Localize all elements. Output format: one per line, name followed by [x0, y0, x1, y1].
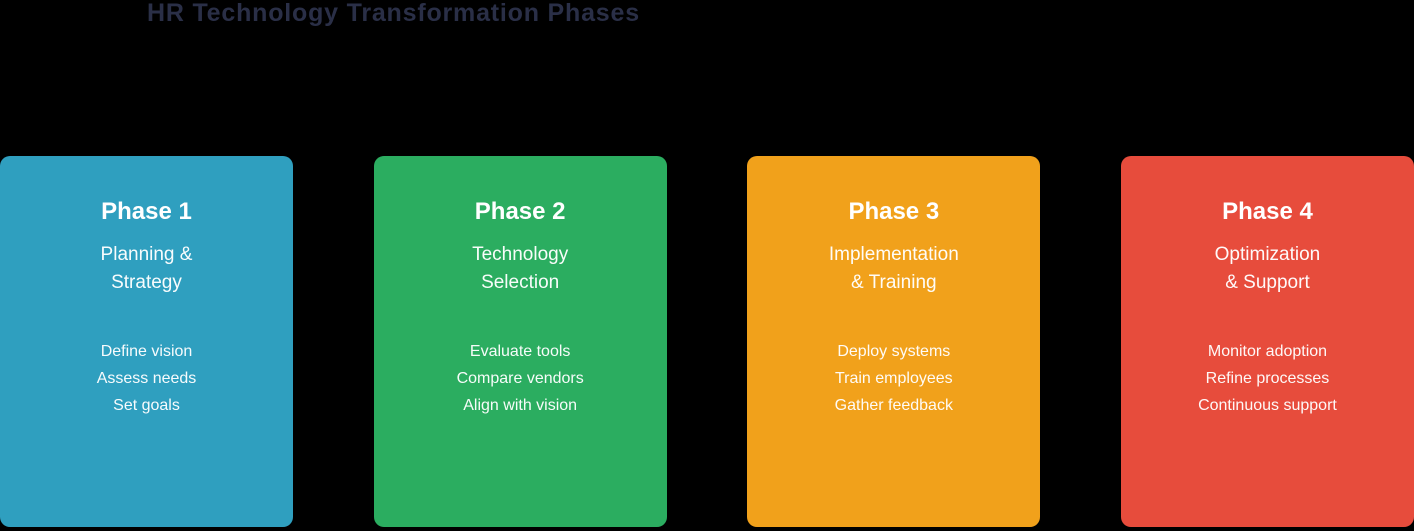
phase-1-subtitle: Planning & Strategy	[100, 244, 193, 293]
phase-2-title: Phase 2	[474, 198, 566, 225]
phase-4-task-list: Monitor adoption Refine processes Contin…	[1121, 338, 1414, 419]
phase-card-4: Phase 4 Optimization & Support Monitor a…	[1120, 156, 1414, 527]
phase-4-title: Phase 4	[1222, 198, 1313, 225]
phase-task: Monitor adoption	[1207, 343, 1328, 360]
phase-task: Align with vision	[463, 397, 578, 414]
phase-task: Refine processes	[1205, 370, 1330, 387]
phase-card-2: Phase 2 Technology Selection Evaluate to…	[373, 156, 667, 527]
phase-task: Define vision	[100, 343, 193, 360]
phase-task: Set goals	[113, 397, 180, 414]
phase-2-task-list: Evaluate tools Compare vendors Align wit…	[374, 338, 667, 419]
page-title: HR Technology Transformation Phases	[147, 0, 640, 27]
phase-task: Evaluate tools	[469, 343, 571, 360]
phase-task: Continuous support	[1198, 397, 1337, 414]
phase-1-title: Phase 1	[101, 198, 192, 225]
phase-task: Assess needs	[96, 370, 197, 387]
phase-task: Train employees	[834, 370, 953, 387]
phase-3-title: Phase 3	[848, 198, 940, 225]
phase-2-subtitle: Technology Selection	[472, 244, 569, 293]
phase-task: Deploy systems	[837, 343, 951, 360]
phase-3-subtitle: Implementation & Training	[828, 244, 959, 293]
phase-task: Compare vendors	[456, 370, 584, 387]
phase-4-subtitle: Optimization & Support	[1214, 244, 1321, 293]
phases-row: Phase 1 Planning & Strategy Define visio…	[0, 156, 1414, 527]
phase-card-3: Phase 3 Implementation & Training Deploy…	[747, 156, 1041, 527]
phase-3-task-list: Deploy systems Train employees Gather fe…	[747, 338, 1040, 419]
phase-task: Gather feedback	[834, 397, 953, 414]
phase-card-1: Phase 1 Planning & Strategy Define visio…	[0, 156, 293, 527]
phase-1-task-list: Define vision Assess needs Set goals	[0, 338, 293, 419]
